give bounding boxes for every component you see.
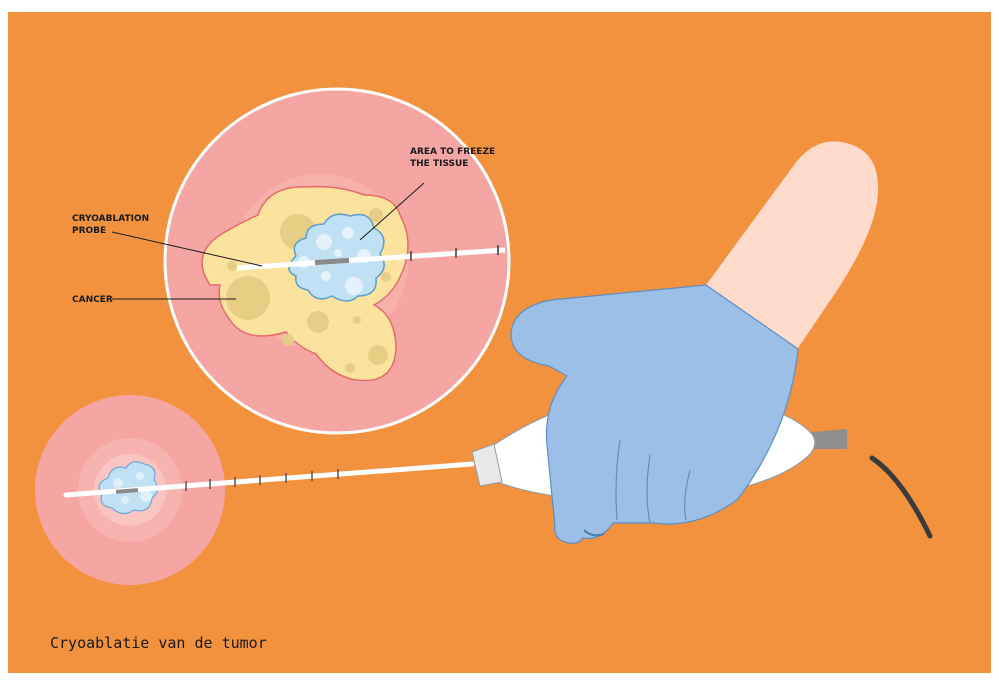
overview-probe — [63, 461, 475, 498]
forearm — [706, 141, 879, 348]
label-probe-line1: CRYOABLATION — [72, 214, 149, 224]
ice-ball — [288, 213, 385, 302]
figure-caption: Cryoablatie van de tumor — [50, 634, 267, 652]
gloved-hand — [510, 284, 799, 544]
label-probe-line2: PROBE — [72, 226, 106, 236]
leader-lines — [111, 182, 425, 300]
label-area-to-freeze-line2: THE TISSUE — [410, 159, 468, 169]
label-cancer: CANCER — [72, 295, 113, 305]
overview-ice-ball — [98, 461, 159, 515]
magnified-view — [163, 87, 511, 435]
label-area-to-freeze-line1: AREA TO FREEZE — [410, 147, 495, 157]
